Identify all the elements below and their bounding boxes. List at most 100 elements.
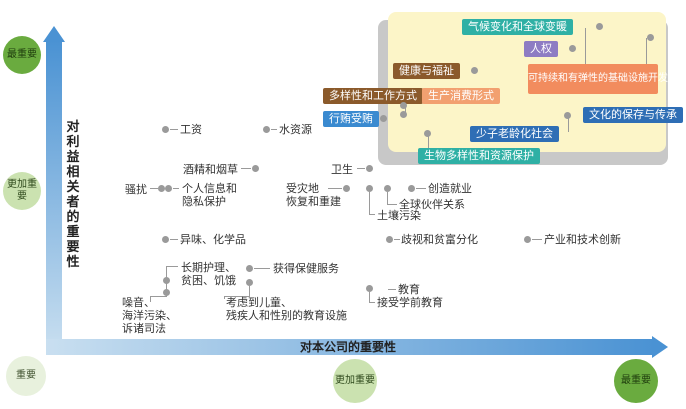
connector [271,129,277,130]
label-partnership: 全球伙伴关系 [399,198,465,211]
connector [369,292,370,302]
connector [357,168,365,169]
connector [173,188,179,189]
tag-bribery: 行贿受贿 [323,111,379,127]
point-climate [596,23,603,30]
point-health [471,67,478,74]
label-care-2: 贫困、饥饿 [181,274,236,287]
label-odor: 异味、化学品 [180,233,246,246]
connector [224,296,250,297]
connector [150,296,167,297]
point-human-rights [569,45,576,52]
label-noise-2: 海洋污染、 [122,309,177,322]
tag-aging: 少子老龄化社会 [470,126,559,142]
point-consumption [400,111,407,118]
point-water [263,126,270,133]
label-disaster-1: 受灾地 [286,182,319,195]
connector [170,129,178,130]
point-disaster [343,185,350,192]
tag-biodiversity: 生物多样性和资源保护 [418,148,540,164]
label-soil: 土壤污染 [377,209,421,222]
connector [428,136,429,152]
connector [646,38,647,68]
point-privacy [165,185,172,192]
x-axis-arrow [652,336,668,358]
label-discrimination: 歧视和贫富分化 [401,233,478,246]
label-preschool: 接受学前教育 [377,296,443,309]
tag-infrastructure: 可持续和有弹性的基础设施开发 [528,64,668,94]
connector [369,302,375,303]
y-level-most: 最重要 [3,36,41,74]
point-odor [162,236,169,243]
label-sanitation: 卫生 [331,163,353,176]
point-partnership [384,185,391,192]
label-noise-3: 诉诸司法 [122,322,166,335]
tag-climate: 气候变化和全球变暖 [462,19,573,35]
connector [387,204,397,205]
tag-health: 健康与福祉 [393,63,460,79]
connector [568,114,569,132]
connector [249,286,250,296]
point-care [163,277,170,284]
point-alcohol [252,165,259,172]
label-harassment: 骚扰 [125,183,147,196]
point-noise [163,289,170,296]
point-diversity-work [400,102,407,109]
y-axis [46,40,62,352]
x-axis-title: 对本公司的重要性 [300,340,397,354]
label-facilities-1: 考虑到儿童、 [226,296,292,309]
x-axis [46,339,656,355]
connector [585,28,586,76]
label-employment: 创造就业 [428,182,472,195]
connector [241,168,251,169]
point-culture [564,112,571,119]
point-soil [366,185,373,192]
y-axis-title: 对利益相关者的重要性 [66,120,80,270]
y-axis-arrow [43,26,65,42]
label-water: 水资源 [279,123,312,136]
label-alcohol: 酒精和烟草 [183,163,238,176]
origin-level: 重要 [6,356,46,396]
label-healthcare: 获得保健服务 [273,262,339,275]
connector [369,214,375,215]
x-level-more: 更加重要 [333,359,377,403]
label-noise-1: 噪音、 [122,296,155,309]
point-employment [408,185,415,192]
point-wages [162,126,169,133]
point-discrimination [386,236,393,243]
connector [150,188,158,189]
connector [394,239,400,240]
point-bribery [380,115,387,122]
label-care-1: 长期护理、 [181,261,236,274]
tag-diversity-work: 多样性和工作方式 [323,88,423,104]
label-facilities-2: 残疾人和性别的教育设施 [226,309,347,322]
point-sanitation [366,165,373,172]
point-infrastructure [647,34,654,41]
point-facilities [246,279,253,286]
tag-culture: 文化的保存与传承 [583,107,683,123]
connector [369,192,370,214]
tag-human-rights: 人权 [524,41,558,57]
point-innovation [524,236,531,243]
connector [254,268,270,269]
y-level-more: 更加重要 [3,172,41,210]
point-harassment [158,185,165,192]
point-healthcare [246,265,253,272]
label-privacy-2: 隐私保护 [182,195,226,208]
connector [532,239,542,240]
label-disaster-2: 恢复和重建 [286,195,341,208]
connector [387,192,388,204]
connector [416,188,426,189]
point-aging [424,130,431,137]
connector [224,296,225,299]
label-privacy-1: 个人信息和 [182,182,237,195]
label-education: 教育 [398,283,420,296]
connector [150,296,151,302]
connector [166,266,178,267]
tag-consumption: 生产消费形式 [422,88,500,104]
point-preschool [366,285,373,292]
label-innovation: 产业和技术创新 [544,233,621,246]
connector [170,239,178,240]
x-level-most: 最重要 [614,359,658,403]
label-wages: 工资 [180,123,202,136]
